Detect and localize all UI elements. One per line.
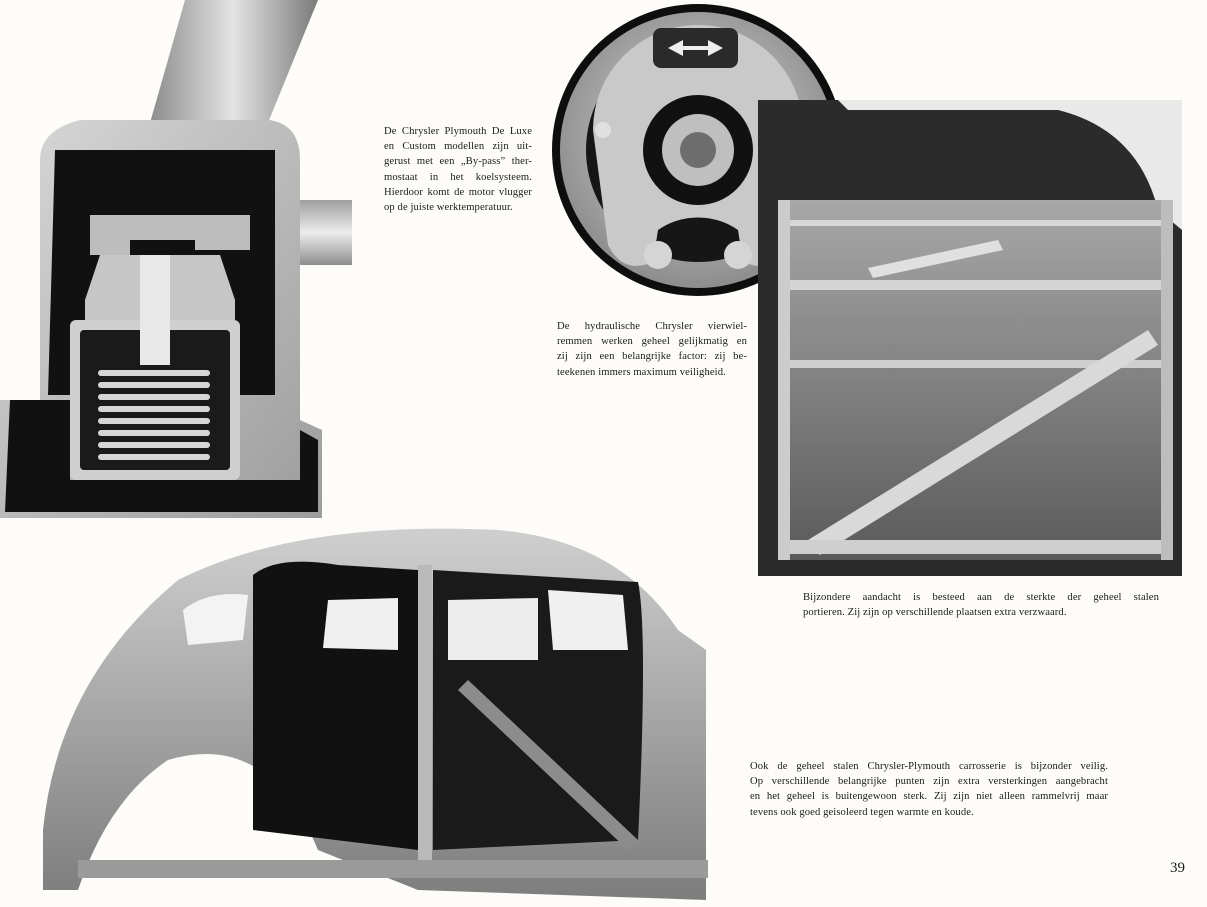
caption-line: remmen werken geheel gelijkmatig en	[557, 336, 747, 348]
caption-line: portieren. Zij zijn op verschillende pla…	[803, 607, 1067, 619]
caption-line: De Chrysler Plymouth De Luxe	[384, 126, 532, 137]
caption-line: gerust met een „By-pass” ther-	[384, 156, 532, 168]
steel-door-photo	[758, 100, 1182, 576]
caption-line: tevens ook goed geisoleerd tegen warmte …	[750, 806, 974, 818]
caption-line: De hydraulische Chrysler vierwiel-	[557, 321, 747, 332]
caption-line: Op verschillende belangrijke punten zijn…	[750, 776, 1108, 788]
caption-line: mostaat in het koelsysteem.	[384, 171, 532, 183]
caption-line: zij zijn een belangrijke factor: zij be-	[557, 351, 747, 363]
caption-line: op de juiste werktemperatuur.	[384, 202, 513, 214]
caption-line: Ook de geheel stalen Chrysler-Plymouth c…	[750, 761, 1108, 772]
caption-line: Bijzondere aandacht is besteed aan de st…	[803, 592, 1159, 603]
brakes-caption: De hydraulische Chrysler vierwiel- remme…	[557, 319, 747, 380]
caption-line: en Custom modellen zijn uit-	[384, 141, 532, 153]
body-caption: Ook de geheel stalen Chrysler-Plymouth c…	[750, 759, 1108, 820]
car-body-photo	[43, 528, 708, 900]
thermostat-caption: De Chrysler Plymouth De Luxe en Custom m…	[384, 124, 532, 215]
brake-assembly-photo	[552, 4, 844, 296]
caption-line: Hierdoor komt de motor vlugger	[384, 186, 532, 198]
page-number: 39	[1170, 860, 1185, 876]
caption-line: teekenen immers maximum veiligheid.	[557, 366, 726, 378]
thermostat-cutaway-photo	[0, 0, 352, 518]
caption-line: en het geheel is buitengewoon sterk. Zij…	[750, 791, 1108, 803]
doors-caption: Bijzondere aandacht is besteed aan de st…	[803, 590, 1159, 620]
